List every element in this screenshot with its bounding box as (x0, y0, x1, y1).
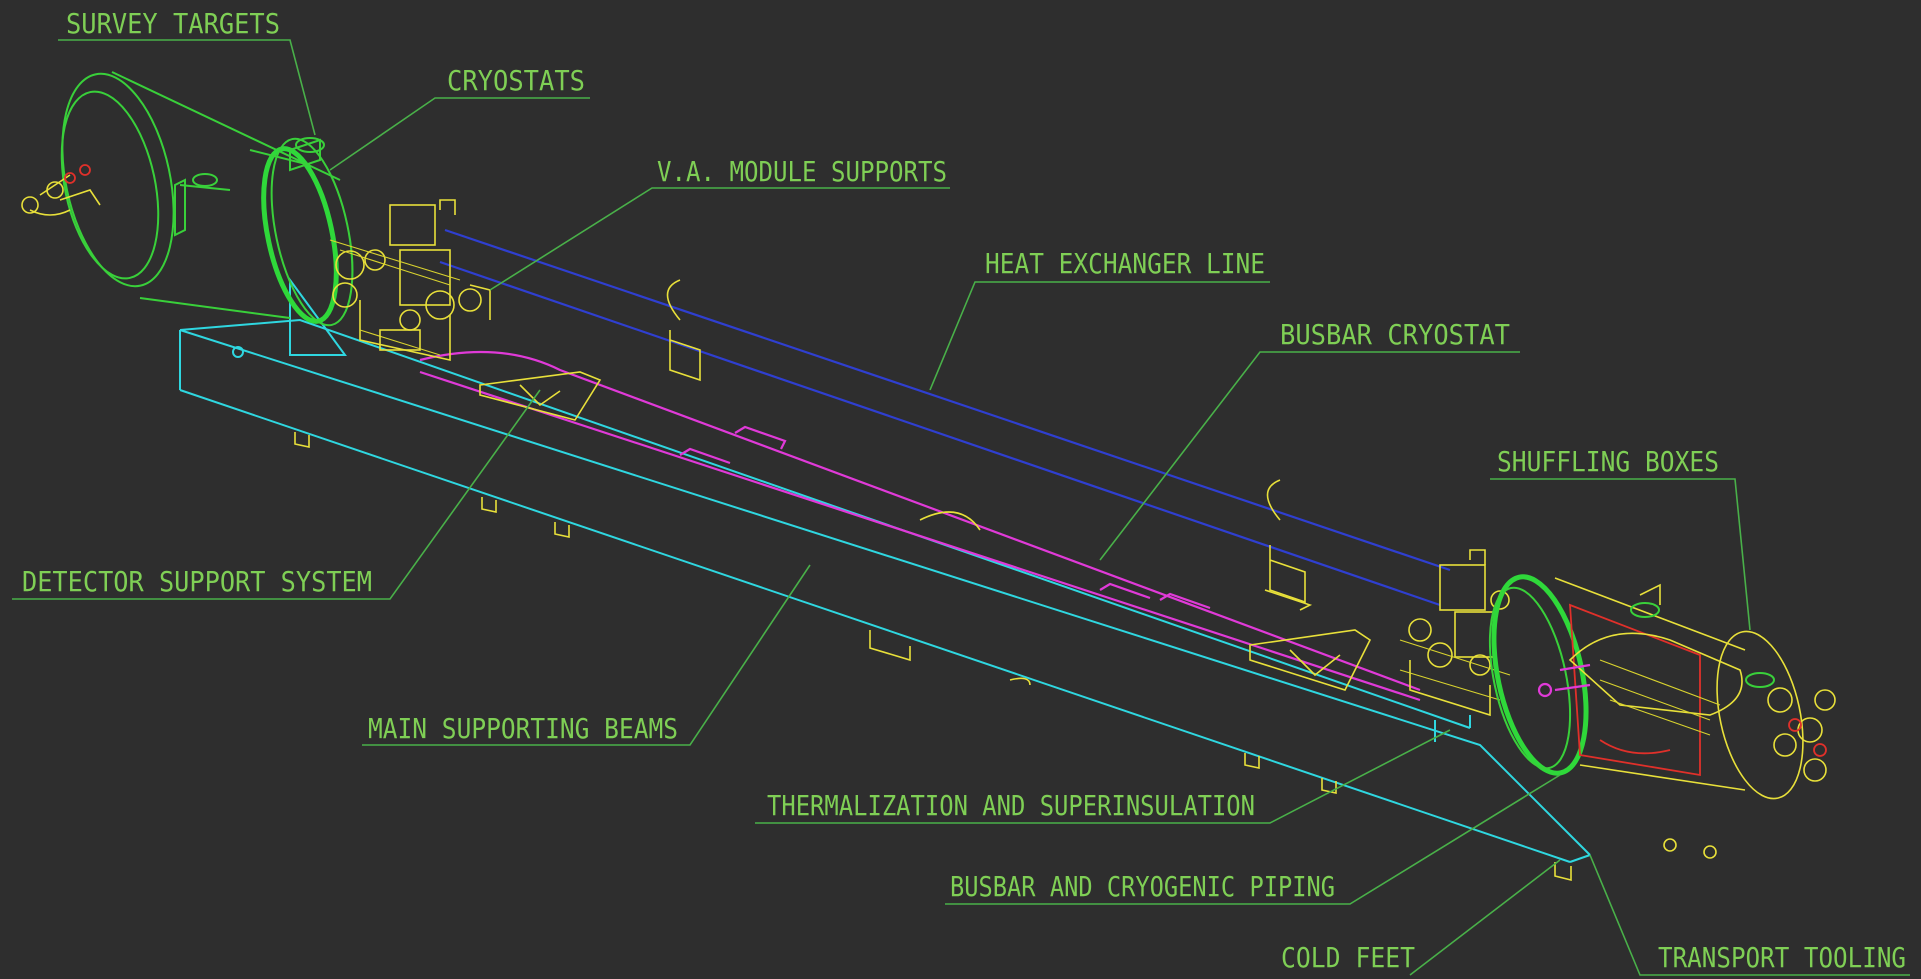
shuffling-boxes (1537, 632, 1836, 782)
leader-main-supporting-beams (362, 564, 811, 746)
heat-exchanger-line (439, 228, 1451, 607)
leader-cryostats (329, 97, 590, 171)
label-cold-feet: COLD FEET (1281, 941, 1415, 974)
label-thermalization-superinsulation: THERMALIZATION AND SUPERINSULATION (767, 789, 1255, 822)
leader-va-module-supports (489, 187, 950, 291)
left-cryostat (60, 71, 354, 327)
leader-transport-tooling (1589, 854, 1910, 976)
label-busbar-cryostat: BUSBAR CRYOSTAT (1280, 318, 1510, 351)
label-transport-tooling: TRANSPORT TOOLING (1658, 941, 1906, 974)
leader-detector-support-system (12, 389, 541, 600)
label-survey-targets: SURVEY TARGETS (66, 7, 280, 40)
label-va-module-supports: V.A. MODULE SUPPORTS (657, 155, 947, 188)
leader-lines (12, 39, 1910, 976)
right-va-module-supports (1399, 549, 1511, 717)
left-va-module-supports (329, 199, 491, 361)
label-cryostats: CRYOSTATS (447, 64, 585, 97)
right-cryostat (1488, 574, 1804, 859)
main-supporting-beam (179, 276, 1591, 863)
assembly-geometry (21, 71, 1836, 882)
busbar-supports (479, 279, 1372, 691)
label-busbar-cryogenic-piping: BUSBAR AND CRYOGENIC PIPING (950, 870, 1335, 903)
leader-thermalization (755, 729, 1451, 824)
left-connectors (21, 164, 101, 216)
cold-feet (294, 432, 1572, 882)
label-main-supporting-beams: MAIN SUPPORTING BEAMS (368, 712, 678, 745)
leader-heat-exchanger-line (929, 281, 1270, 391)
leader-cold-feet (1409, 859, 1561, 976)
label-shuffling-boxes: SHUFFLING BOXES (1497, 445, 1719, 478)
busbar-cryostat-line (419, 350, 1421, 702)
leader-shuffling-boxes (1490, 478, 1751, 631)
labels: SURVEY TARGETS CRYOSTATS V.A. MODULE SUP… (22, 7, 1906, 974)
leader-busbar-cryogenic-piping (945, 774, 1561, 905)
label-heat-exchanger-line: HEAT EXCHANGER LINE (985, 247, 1265, 280)
leader-busbar-cryostat (1099, 351, 1520, 561)
label-detector-support-system: DETECTOR SUPPORT SYSTEM (22, 565, 372, 598)
leader-survey-targets (58, 39, 316, 136)
